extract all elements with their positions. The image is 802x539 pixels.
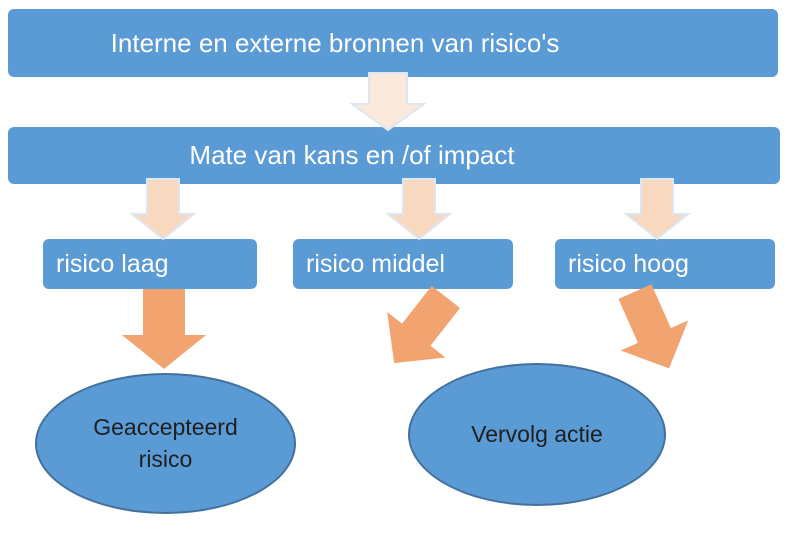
arrow-down-icon xyxy=(623,178,691,241)
outcome-label-line: Geaccepteerd xyxy=(93,414,238,441)
risk-box-middel-label: risico middel xyxy=(306,249,445,278)
outcome-label-line: Vervolg actie xyxy=(471,420,603,447)
arrow-down-right-icon xyxy=(387,285,461,364)
risk-box-middel: risico middel xyxy=(293,239,513,289)
source-bar: Interne en externe bronnen van risico's xyxy=(8,9,778,77)
arrow-down-shape xyxy=(122,289,206,369)
arrow-down-icon xyxy=(129,178,197,241)
arrow-down-shape xyxy=(348,72,428,132)
arrow-down-shape xyxy=(387,285,461,364)
arrow-down-icon xyxy=(385,178,453,241)
risk-box-laag: risico laag xyxy=(43,239,257,289)
arrow-down-icon xyxy=(348,72,428,132)
impact-bar: Mate van kans en /of impact xyxy=(8,127,780,184)
impact-bar-label: Mate van kans en /of impact xyxy=(189,140,515,170)
arrow-down-shape xyxy=(129,178,197,241)
outcome-label-line: risico xyxy=(138,445,193,472)
arrow-down-left-icon xyxy=(618,284,689,369)
outcome-ellipse-vervolg-actie: Vervolg actie xyxy=(408,363,666,506)
risk-box-hoog: risico hoog xyxy=(555,239,775,289)
arrow-down-shape xyxy=(385,178,453,241)
source-bar-label: Interne en externe bronnen van risico's xyxy=(110,27,560,58)
outcome-ellipse-geaccepteerd-risico: Geaccepteerd risico xyxy=(35,373,296,514)
arrow-down-shape xyxy=(618,284,689,369)
arrow-down-icon xyxy=(122,289,206,369)
risk-box-laag-label: risico laag xyxy=(56,249,169,278)
risk-box-hoog-label: risico hoog xyxy=(568,249,689,278)
arrow-down-shape xyxy=(623,178,691,241)
